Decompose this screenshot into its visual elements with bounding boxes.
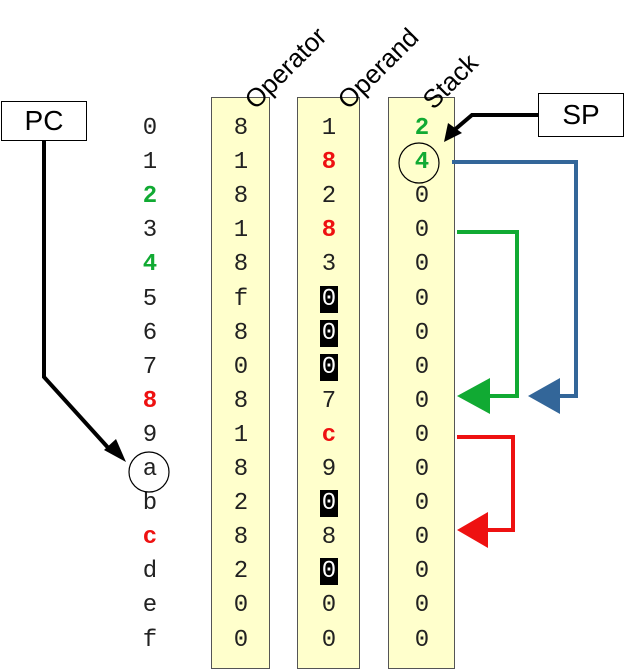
- green-arrow: [457, 230, 519, 398]
- operator-cell: 1: [233, 421, 249, 449]
- sp-label: SP: [538, 93, 624, 137]
- address-cell: f: [142, 626, 158, 654]
- operand-cell: 0: [319, 285, 339, 313]
- operator-cell: 0: [233, 626, 249, 654]
- blue-arrowhead: [528, 378, 560, 414]
- stack-cell: 0: [414, 524, 430, 552]
- pc-label: PC: [1, 101, 87, 141]
- stack-cell: 0: [414, 558, 430, 586]
- operator-cell: 8: [233, 183, 249, 211]
- sp-arrow: [450, 113, 538, 134]
- operator-cell: 0: [233, 353, 249, 381]
- operator-cell: 2: [233, 558, 249, 586]
- operand-cell: 0: [321, 626, 337, 654]
- operand-cell: 8: [321, 149, 337, 177]
- stack-cell: 0: [414, 387, 430, 415]
- operator-cell: 8: [233, 524, 249, 552]
- operand-cell: 8: [321, 524, 337, 552]
- address-cell: 1: [142, 149, 158, 177]
- operand-cell: 0: [319, 490, 339, 518]
- operand-cell: c: [321, 421, 337, 449]
- operand-cell: 2: [321, 183, 337, 211]
- operator-cell: 2: [233, 490, 249, 518]
- sp-target-circle: [398, 142, 440, 184]
- operand-cell: 9: [321, 456, 337, 483]
- stack-cell: 0: [414, 456, 430, 483]
- operator-cell: 8: [233, 456, 249, 483]
- stack-cell: 0: [414, 626, 430, 654]
- stack-cell: 0: [414, 285, 430, 313]
- address-cell: b: [142, 490, 158, 518]
- address-cell: 6: [142, 319, 158, 347]
- pc-arrowhead: [104, 439, 126, 462]
- operand-cell: 0: [319, 558, 339, 586]
- stack-cell: 2: [414, 115, 430, 142]
- operand-cell: 0: [321, 592, 337, 620]
- operand-cell: 0: [319, 319, 339, 347]
- sp-arrowhead: [444, 123, 462, 142]
- operator-cell: 8: [233, 319, 249, 347]
- address-cell: 8: [142, 387, 158, 415]
- address-cell: c: [142, 524, 158, 552]
- operator-cell: 8: [233, 387, 249, 415]
- stack-cell: 0: [414, 490, 430, 518]
- address-cell: 4: [142, 251, 158, 279]
- stack-cell: 0: [414, 183, 430, 211]
- stack-cell: 4: [414, 149, 430, 177]
- operator-cell: 0: [233, 592, 249, 620]
- blue-arrow: [452, 160, 578, 398]
- operator-cell: 8: [233, 115, 249, 142]
- red-arrowhead: [457, 512, 488, 548]
- address-cell: 0: [142, 115, 158, 142]
- address-cell: a: [142, 456, 158, 483]
- stack-cell: 0: [414, 592, 430, 620]
- stack-column: [388, 97, 455, 669]
- stack-cell: 0: [414, 421, 430, 449]
- address-cell: 5: [142, 285, 158, 313]
- operand-cell: 3: [321, 251, 337, 279]
- operator-cell: 1: [233, 217, 249, 245]
- operator-column: [211, 97, 270, 669]
- stack-cell: 0: [414, 217, 430, 245]
- operand-cell: 0: [319, 353, 339, 381]
- operator-cell: f: [233, 285, 249, 313]
- stack-cell: 0: [414, 319, 430, 347]
- stack-cell: 0: [414, 251, 430, 279]
- address-cell: 2: [142, 183, 158, 211]
- address-cell: e: [142, 592, 158, 620]
- address-cell: 9: [142, 421, 158, 449]
- stack-cell: 0: [414, 353, 430, 381]
- operator-cell: 8: [233, 251, 249, 279]
- red-arrow: [457, 435, 515, 532]
- address-cell: 3: [142, 217, 158, 245]
- green-arrowhead: [457, 378, 490, 414]
- operand-cell: 1: [321, 115, 337, 142]
- pc-arrow: [42, 141, 114, 454]
- operand-cell: 7: [321, 387, 337, 415]
- operand-cell: 8: [321, 217, 337, 245]
- pc-target-circle: [128, 451, 170, 493]
- address-cell: d: [142, 558, 158, 586]
- address-cell: 7: [142, 353, 158, 381]
- operator-cell: 1: [233, 149, 249, 177]
